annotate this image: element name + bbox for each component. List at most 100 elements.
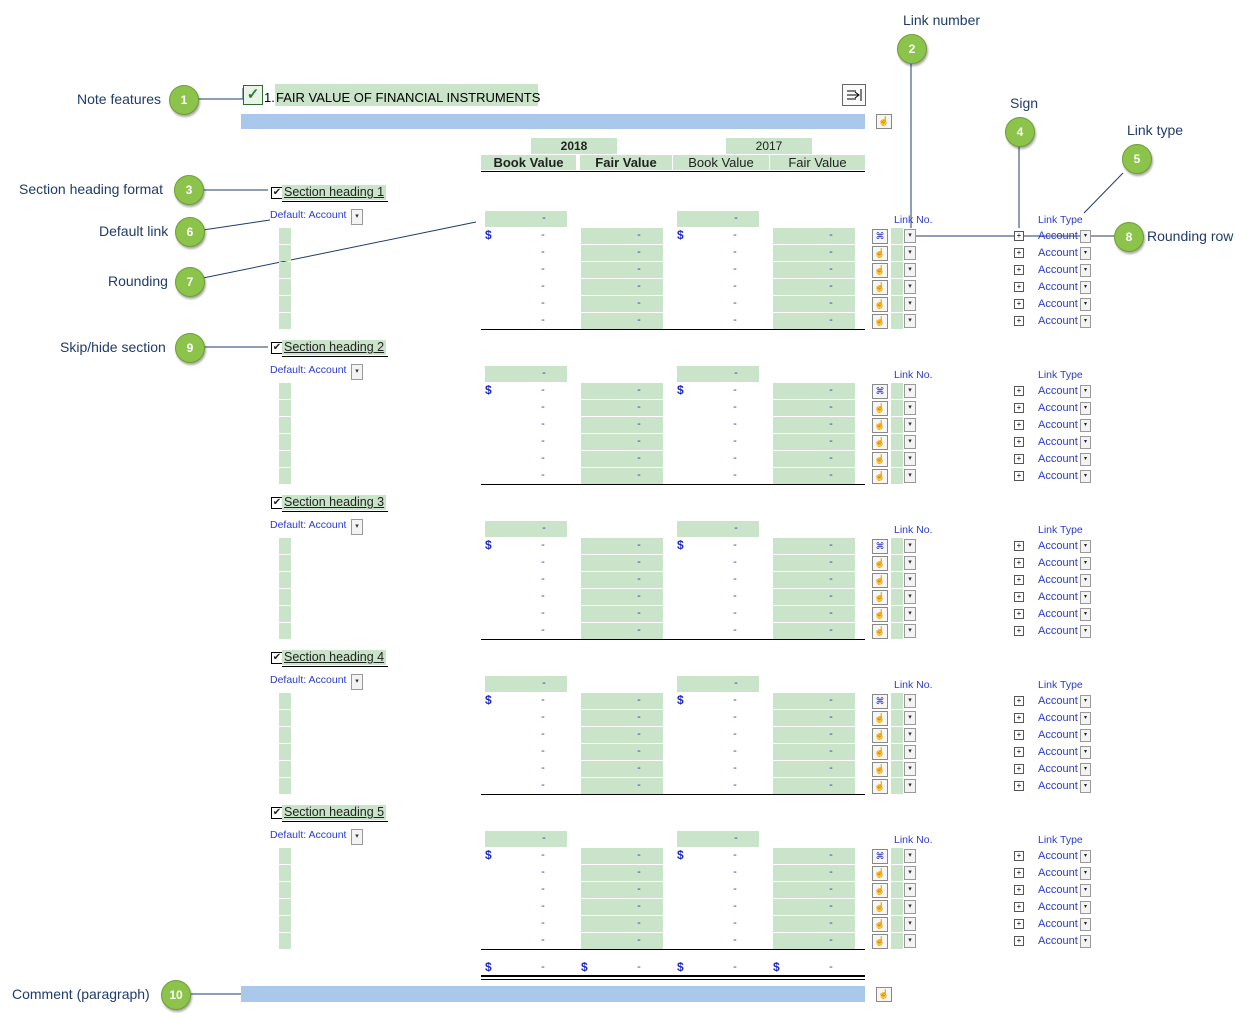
pointer-icon[interactable]: ☝ bbox=[872, 435, 888, 450]
fair-value-2018-cell[interactable] bbox=[581, 899, 663, 915]
book-value-2018-cell[interactable]: - bbox=[541, 607, 545, 619]
link-type-dropdown-icon[interactable]: ▾ bbox=[1080, 918, 1091, 931]
pointer-icon[interactable]: ☝ bbox=[872, 556, 888, 571]
pointer-icon[interactable]: ☝ bbox=[876, 114, 892, 129]
rounding-cell-2018[interactable] bbox=[485, 366, 567, 382]
book-value-2017-cell[interactable]: - bbox=[733, 883, 737, 895]
sign-plus-icon[interactable]: + bbox=[1014, 936, 1024, 946]
book-value-2018-cell[interactable]: - bbox=[541, 745, 545, 757]
link-number-dropdown-icon[interactable]: ▾ bbox=[904, 900, 916, 914]
section-heading[interactable]: Section heading 3 bbox=[282, 495, 387, 510]
fair-value-2018-cell[interactable] bbox=[581, 778, 663, 794]
fair-value-2017-cell[interactable] bbox=[773, 538, 855, 554]
link-type-dropdown-icon[interactable]: ▾ bbox=[1080, 850, 1091, 863]
note-checkbox-icon[interactable]: ✓ bbox=[243, 85, 263, 105]
link-number-cell[interactable] bbox=[891, 589, 903, 605]
book-value-2017-cell[interactable]: - bbox=[733, 849, 737, 861]
sign-plus-icon[interactable]: + bbox=[1014, 386, 1024, 396]
fair-value-2018-cell[interactable] bbox=[581, 400, 663, 416]
note-title-cell[interactable] bbox=[275, 84, 538, 106]
fair-value-2018-cell[interactable] bbox=[581, 555, 663, 571]
link-type-value[interactable]: Account bbox=[1038, 729, 1078, 741]
row-label-cell[interactable] bbox=[279, 245, 291, 261]
link-number-dropdown-icon[interactable]: ▾ bbox=[904, 246, 916, 260]
fair-value-2018-cell[interactable] bbox=[581, 727, 663, 743]
link-number-dropdown-icon[interactable]: ▾ bbox=[904, 711, 916, 725]
fair-value-2018-cell[interactable] bbox=[581, 262, 663, 278]
book-value-2018-cell[interactable]: - bbox=[541, 280, 545, 292]
book-value-2017-cell[interactable]: - bbox=[733, 418, 737, 430]
fair-value-2018-cell[interactable] bbox=[581, 245, 663, 261]
default-link-dropdown-icon[interactable]: ▾ bbox=[351, 829, 363, 845]
pointer-icon[interactable]: ☝ bbox=[872, 762, 888, 777]
pointer-icon[interactable]: ☝ bbox=[872, 711, 888, 726]
sign-plus-icon[interactable]: + bbox=[1014, 575, 1024, 585]
rounding-cell-2017[interactable] bbox=[677, 366, 759, 382]
link-type-value[interactable]: Account bbox=[1038, 419, 1078, 431]
link-number-dropdown-icon[interactable]: ▾ bbox=[904, 229, 916, 243]
command-icon[interactable]: ⌘ bbox=[872, 694, 888, 709]
fair-value-2018-cell[interactable] bbox=[581, 468, 663, 484]
book-value-2017-cell[interactable]: - bbox=[733, 297, 737, 309]
default-link-dropdown-icon[interactable]: ▾ bbox=[351, 364, 363, 380]
link-number-dropdown-icon[interactable]: ▾ bbox=[904, 590, 916, 604]
sign-plus-icon[interactable]: + bbox=[1014, 541, 1024, 551]
book-value-2018-cell[interactable]: - bbox=[541, 229, 545, 241]
fair-value-2017-cell[interactable] bbox=[773, 228, 855, 244]
link-type-dropdown-icon[interactable]: ▾ bbox=[1080, 746, 1091, 759]
sign-plus-icon[interactable]: + bbox=[1014, 558, 1024, 568]
book-value-2018-cell[interactable]: - bbox=[541, 297, 545, 309]
book-value-2017-cell[interactable]: - bbox=[733, 539, 737, 551]
link-type-dropdown-icon[interactable]: ▾ bbox=[1080, 264, 1091, 277]
book-value-2018-cell[interactable]: - bbox=[541, 314, 545, 326]
fair-value-2018-cell[interactable] bbox=[581, 538, 663, 554]
book-value-2017-cell[interactable]: - bbox=[733, 401, 737, 413]
row-label-cell[interactable] bbox=[279, 606, 291, 622]
link-type-value[interactable]: Account bbox=[1038, 281, 1078, 293]
link-number-cell[interactable] bbox=[891, 882, 903, 898]
row-label-cell[interactable] bbox=[279, 933, 291, 949]
book-value-2017-cell[interactable]: - bbox=[733, 556, 737, 568]
link-number-cell[interactable] bbox=[891, 572, 903, 588]
book-value-2017-cell[interactable]: - bbox=[733, 711, 737, 723]
row-label-cell[interactable] bbox=[279, 693, 291, 709]
book-value-2017-cell[interactable]: - bbox=[733, 469, 737, 481]
fair-value-2017-cell[interactable] bbox=[773, 383, 855, 399]
pointer-icon[interactable]: ☝ bbox=[872, 590, 888, 605]
sign-plus-icon[interactable]: + bbox=[1014, 592, 1024, 602]
sign-plus-icon[interactable]: + bbox=[1014, 437, 1024, 447]
sign-plus-icon[interactable]: + bbox=[1014, 299, 1024, 309]
row-label-cell[interactable] bbox=[279, 865, 291, 881]
sign-plus-icon[interactable]: + bbox=[1014, 868, 1024, 878]
book-value-2017-cell[interactable]: - bbox=[733, 917, 737, 929]
link-type-dropdown-icon[interactable]: ▾ bbox=[1080, 230, 1091, 243]
book-value-2017-cell[interactable]: - bbox=[733, 607, 737, 619]
pointer-icon[interactable]: ☝ bbox=[872, 280, 888, 295]
pointer-icon[interactable]: ☝ bbox=[872, 728, 888, 743]
link-type-dropdown-icon[interactable]: ▾ bbox=[1080, 763, 1091, 776]
pointer-icon[interactable]: ☝ bbox=[872, 883, 888, 898]
fair-value-2017-cell[interactable] bbox=[773, 417, 855, 433]
book-value-2018-cell[interactable]: - bbox=[541, 418, 545, 430]
link-number-cell[interactable] bbox=[891, 865, 903, 881]
link-type-value[interactable]: Account bbox=[1038, 884, 1078, 896]
link-type-value[interactable]: Account bbox=[1038, 540, 1078, 552]
sign-plus-icon[interactable]: + bbox=[1014, 454, 1024, 464]
link-type-value[interactable]: Account bbox=[1038, 918, 1078, 930]
link-number-cell[interactable] bbox=[891, 555, 903, 571]
sign-plus-icon[interactable]: + bbox=[1014, 713, 1024, 723]
pointer-icon[interactable]: ☝ bbox=[872, 917, 888, 932]
link-number-cell[interactable] bbox=[891, 245, 903, 261]
link-number-dropdown-icon[interactable]: ▾ bbox=[904, 866, 916, 880]
row-label-cell[interactable] bbox=[279, 296, 291, 312]
link-number-dropdown-icon[interactable]: ▾ bbox=[904, 280, 916, 294]
link-number-dropdown-icon[interactable]: ▾ bbox=[904, 607, 916, 621]
link-type-value[interactable]: Account bbox=[1038, 850, 1078, 862]
row-label-cell[interactable] bbox=[279, 451, 291, 467]
fair-value-2018-cell[interactable] bbox=[581, 916, 663, 932]
sign-plus-icon[interactable]: + bbox=[1014, 231, 1024, 241]
link-type-value[interactable]: Account bbox=[1038, 746, 1078, 758]
sign-plus-icon[interactable]: + bbox=[1014, 747, 1024, 757]
link-type-dropdown-icon[interactable]: ▾ bbox=[1080, 540, 1091, 553]
fair-value-2017-cell[interactable] bbox=[773, 710, 855, 726]
